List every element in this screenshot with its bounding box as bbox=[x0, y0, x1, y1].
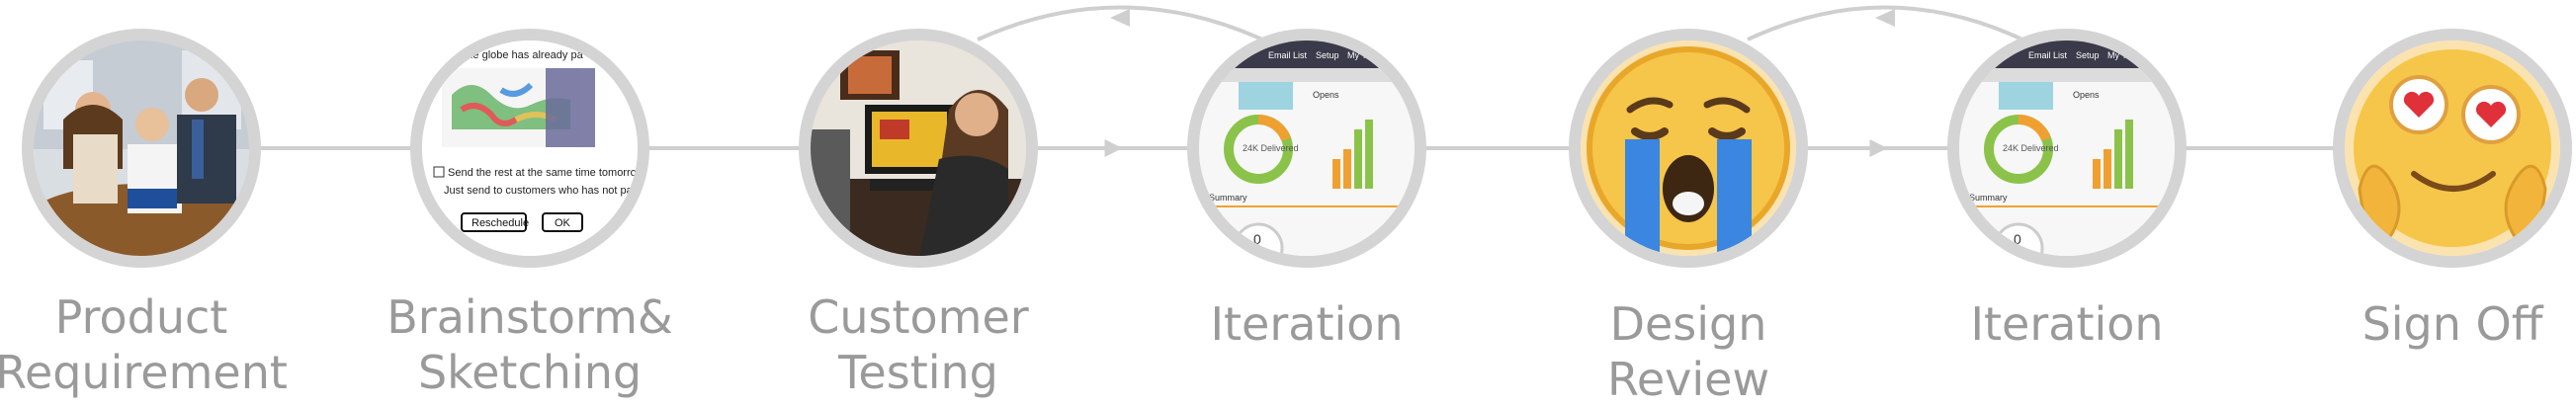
stage-label-brainstorm-sketching: Brainstorm& Sketching bbox=[386, 290, 673, 399]
dashboard-nav-email-list: Email List bbox=[1268, 50, 1308, 60]
stage-image-sign-off bbox=[2333, 29, 2572, 268]
dashboard-nav-setup: Setup bbox=[2076, 50, 2100, 60]
dashboard-counter: 0 bbox=[1253, 231, 1261, 247]
sketch-text-line-3: Just send to customers who has not passe… bbox=[444, 185, 638, 197]
sketch-text-line-2: Send the rest at the same time tomorrow … bbox=[448, 167, 638, 179]
dashboard-nav-email-list: Email List bbox=[2028, 50, 2068, 60]
world-map-sketch: of the globe has already pa Send the res… bbox=[422, 41, 638, 256]
dashboard-summary: Summary bbox=[1969, 193, 2008, 203]
user-at-computer-photo bbox=[811, 41, 1026, 256]
stage-image-brainstorm-sketching: of the globe has already pa Send the res… bbox=[410, 29, 649, 268]
sketch-text-line-1: of the globe has already pa bbox=[452, 49, 584, 61]
forward-arrow bbox=[1869, 139, 1888, 157]
stage-image-design-review bbox=[1569, 29, 1808, 268]
sketch-button-reschedule: Reschedule bbox=[472, 217, 529, 229]
feedback-loop-arc bbox=[977, 5, 1263, 41]
team-meeting-photo bbox=[34, 41, 249, 256]
dashboard-nav-setup: Setup bbox=[1316, 50, 1339, 60]
stage-label-design-review: Design Review bbox=[1606, 297, 1770, 406]
sketch-button-ok: OK bbox=[555, 217, 571, 229]
dashboard-nav-my-teams: My Teams bbox=[2107, 50, 2148, 60]
stage-image-customer-testing bbox=[799, 29, 1038, 268]
dashboard-nav-my-teams: My Teams bbox=[1347, 50, 1388, 60]
stage-image-product-requirement bbox=[22, 29, 261, 268]
dashboard-opens: Opens bbox=[1313, 90, 1339, 100]
stage-label-product-requirement: Product Requirement bbox=[0, 290, 288, 399]
stage-label-iteration-1: Iteration bbox=[1210, 297, 1404, 351]
dashboard-counter: 0 bbox=[2014, 231, 2021, 247]
stage-label-iteration-2: Iteration bbox=[1970, 297, 2164, 351]
stage-image-iteration-2: Email List Setup My Teams 24K Delivered … bbox=[1947, 29, 2187, 268]
stage-label-sign-off: Sign Off bbox=[2361, 297, 2543, 351]
dashboard-metric: 24K Delivered bbox=[2003, 143, 2059, 153]
feedback-loop-arrowhead bbox=[1110, 9, 1130, 27]
dashboard-screenshot: Email List Setup My Teams 24K Delivered … bbox=[1199, 41, 1415, 256]
stage-image-iteration-1: Email List Setup My Teams 24K Delivered … bbox=[1187, 29, 1426, 268]
dashboard-summary: Summary bbox=[1209, 193, 1247, 203]
forward-arrow bbox=[1104, 139, 1123, 157]
feedback-loop-arc bbox=[1747, 5, 2023, 41]
crying-face-emoji bbox=[1581, 41, 1796, 256]
feedback-loop-arrowhead bbox=[1875, 9, 1895, 27]
dashboard-opens: Opens bbox=[2073, 90, 2100, 100]
dashboard-metric: 24K Delivered bbox=[1243, 143, 1299, 153]
stage-label-customer-testing: Customer Testing bbox=[808, 290, 1029, 399]
dashboard-screenshot: Email List Setup My Teams 24K Delivered … bbox=[1959, 41, 2175, 256]
heart-eyes-face-emoji bbox=[2345, 41, 2560, 256]
